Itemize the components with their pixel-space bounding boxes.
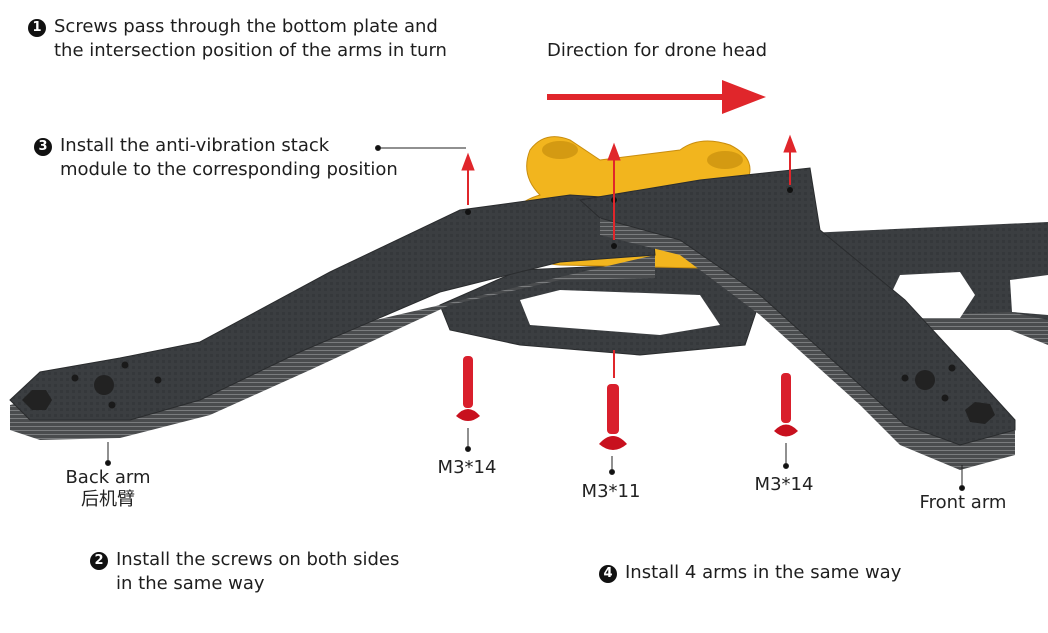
step-2-line-2: in the same way xyxy=(116,573,265,594)
front-arm xyxy=(578,167,1016,470)
step-4-text: 4 Install 4 arms in the same way xyxy=(599,561,901,585)
step-3-badge: 3 xyxy=(34,138,52,156)
step-3-line-1: Install the anti-vibration stack xyxy=(60,135,330,156)
screw-right xyxy=(774,373,798,437)
step-2-text: 2 Install the screws on both sides in the… xyxy=(90,548,399,596)
step-4-line-1: Install 4 arms in the same way xyxy=(625,562,902,583)
bottom-plate xyxy=(439,261,761,356)
insert-arrows xyxy=(461,134,797,378)
step-2-badge: 2 xyxy=(90,552,108,570)
direction-arrow xyxy=(547,80,766,114)
screw-left-label: M3*14 xyxy=(437,457,497,478)
back-arm xyxy=(9,194,656,440)
back-arm-label: Back arm 后机臂 xyxy=(65,467,150,511)
screw-left xyxy=(456,356,480,421)
back-arm-label-cn: 后机臂 xyxy=(80,489,135,510)
step-3-text: 3 Install the anti-vibration stack module… xyxy=(34,134,398,182)
screw-center xyxy=(599,384,627,450)
front-arm-label: Front arm xyxy=(919,492,1007,513)
step-4-badge: 4 xyxy=(599,565,617,583)
step-1-line-2: the intersection position of the arms in… xyxy=(54,40,447,61)
step-1-text: 1 Screws pass through the bottom plate an… xyxy=(28,15,447,63)
leader-lines xyxy=(105,145,965,491)
screw-right-label: M3*14 xyxy=(754,474,814,495)
back-arm-label-en: Back arm xyxy=(65,467,151,488)
step-1-line-1: Screws pass through the bottom plate and xyxy=(54,16,438,37)
step-1-badge: 1 xyxy=(28,19,46,37)
step-2-line-1: Install the screws on both sides xyxy=(116,549,400,570)
screw-center-label: M3*11 xyxy=(581,481,641,502)
step-3-line-2: module to the corresponding position xyxy=(60,159,398,180)
direction-label: Direction for drone head xyxy=(547,40,768,61)
